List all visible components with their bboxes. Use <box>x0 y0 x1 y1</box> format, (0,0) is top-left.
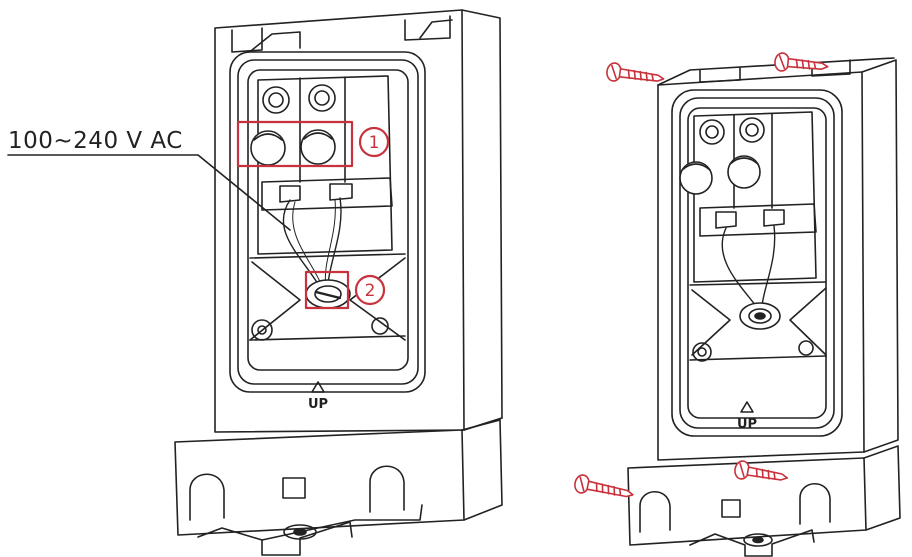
mounting-base-right <box>657 57 899 461</box>
base-bracket-left <box>174 419 503 556</box>
grommet-highlight-box <box>304 270 350 310</box>
callout-2-number: 2 <box>365 281 376 301</box>
callout-1-number: 1 <box>369 133 380 153</box>
screw-bottom-right <box>734 460 789 481</box>
callout-1-badge <box>358 126 390 158</box>
up-label-right: UP <box>737 417 757 432</box>
up-mark-right <box>740 401 754 413</box>
callout-2-badge <box>354 274 386 306</box>
mounting-base-left <box>214 9 503 433</box>
screw-icon <box>606 62 665 82</box>
voltage-label: 100~240 V AC <box>8 128 183 154</box>
up-label-left: UP <box>308 397 328 412</box>
base-bracket-right <box>627 445 901 557</box>
screw-bottom-left <box>574 474 634 498</box>
screw-icon <box>734 460 789 481</box>
triangle-up-icon <box>311 381 325 393</box>
callout-2 <box>304 270 386 310</box>
up-mark-left <box>311 381 325 393</box>
triangle-up-icon <box>740 401 754 413</box>
terminal-highlight-box <box>236 120 354 168</box>
screw-top-right <box>774 52 829 72</box>
voltage-leader <box>7 154 291 231</box>
screw-icon <box>774 52 829 72</box>
screw-top-left <box>606 62 665 82</box>
screw-icon <box>574 474 634 498</box>
callout-1 <box>236 120 390 168</box>
